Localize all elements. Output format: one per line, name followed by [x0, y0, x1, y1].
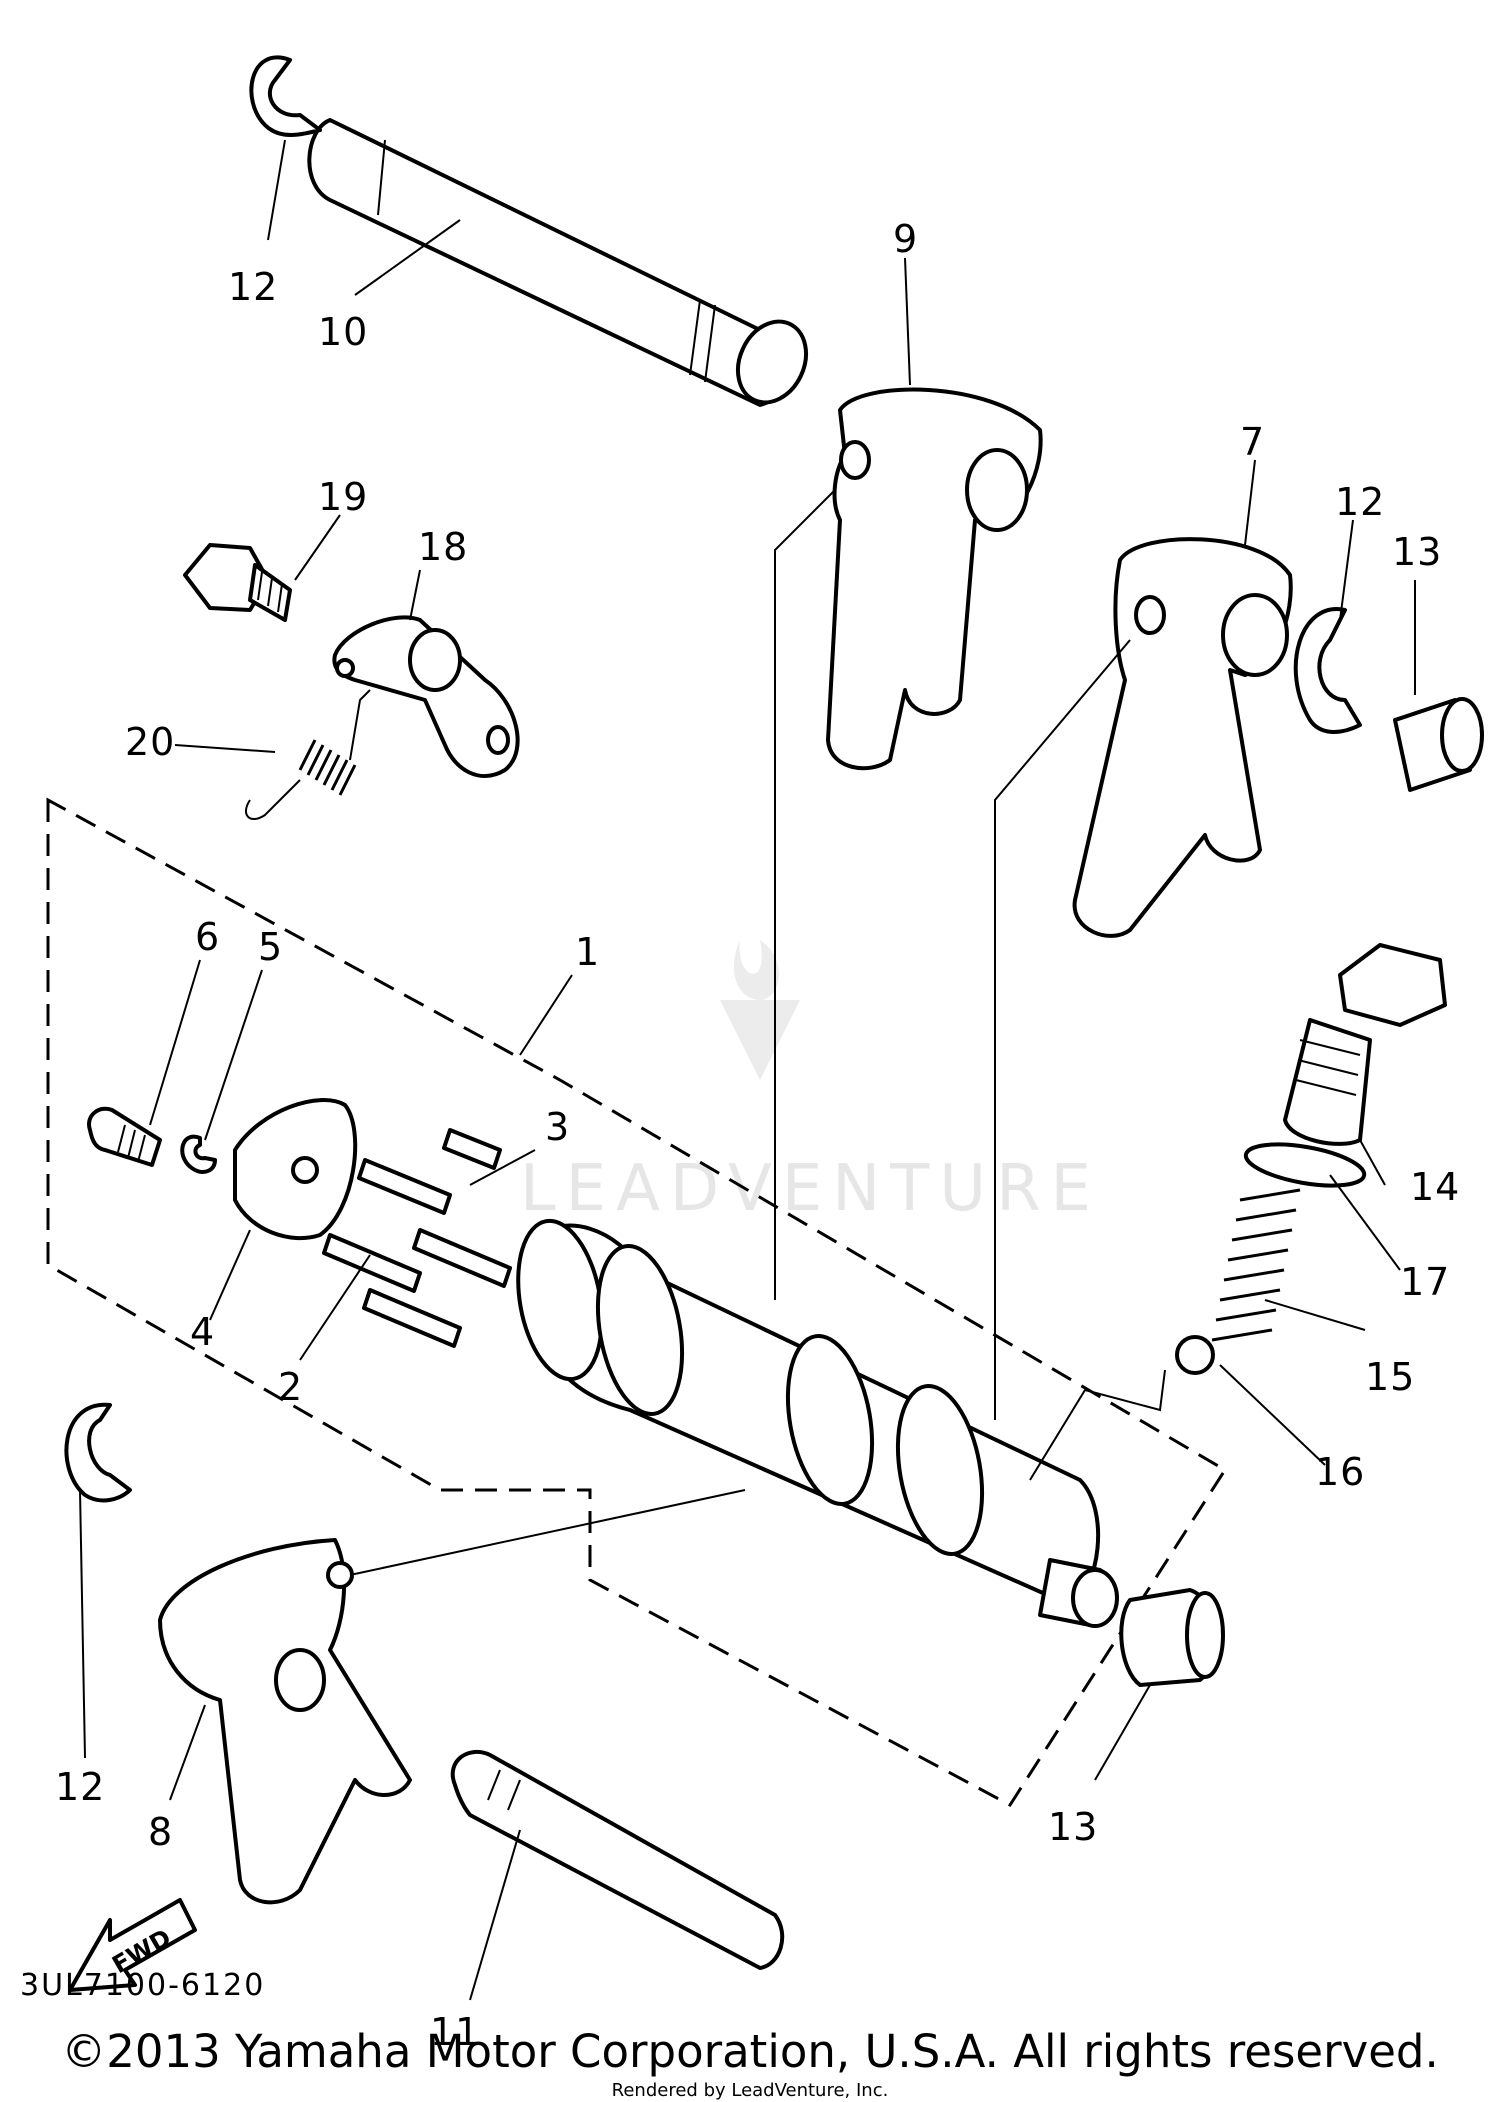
leader-lines [79, 139, 1416, 2001]
callout-19: 19 [318, 475, 368, 519]
part-2-pins [322, 1233, 462, 1348]
callout-13-bottom: 13 [1048, 1805, 1098, 1849]
part-17-washer [1243, 1142, 1367, 1188]
callout-7: 7 [1240, 420, 1265, 464]
callout-8: 8 [148, 1810, 173, 1854]
part-9-shift-fork [826, 387, 1043, 771]
part-11-shaft [450, 1749, 785, 1970]
diagram-part-code: 3UL7100-6120 [20, 1968, 265, 2003]
part-8-shift-fork [158, 1538, 412, 1905]
part-12-circlip-top [249, 55, 322, 137]
callout-13-top: 13 [1392, 530, 1442, 574]
part-10-shaft [307, 118, 809, 407]
part-14-plug [1283, 943, 1447, 1146]
part-4-segment-plate [233, 1098, 358, 1241]
watermark-text: LEADVENTURE [520, 1152, 1101, 1226]
part-13-bearing-top [1393, 697, 1484, 792]
callout-3: 3 [545, 1105, 570, 1149]
callout-12-bottom: 12 [55, 1765, 105, 1809]
callout-18: 18 [418, 525, 468, 569]
part-16-ball [1175, 1335, 1215, 1375]
part-20-spring [245, 689, 371, 820]
callout-10: 10 [318, 310, 368, 354]
part-5-washer [180, 1134, 217, 1174]
callout-1: 1 [575, 930, 600, 974]
part-18-stopper-lever [332, 615, 520, 778]
part-13-bearing-bottom [1119, 1588, 1225, 1687]
callout-14: 14 [1410, 1165, 1460, 1209]
callout-4: 4 [190, 1310, 215, 1354]
part-7-shift-fork [1072, 537, 1293, 938]
callout-16: 16 [1315, 1450, 1365, 1494]
assembly-1-boundary [46, 797, 1228, 1807]
watermark: LEADVENTURE [520, 940, 1101, 1226]
callout-5: 5 [258, 925, 283, 969]
callout-12-right: 12 [1335, 480, 1385, 524]
copyright-notice: ©2013 Yamaha Motor Corporation, U.S.A. A… [61, 2025, 1439, 2078]
callout-20: 20 [125, 720, 175, 764]
part-12-circlip-bottom [64, 1402, 132, 1503]
part-6-screw [87, 1106, 162, 1167]
part-19-bolt [183, 543, 292, 622]
part-3-pins [357, 1128, 512, 1288]
callout-12-top: 12 [228, 265, 278, 309]
callout-labels: 1 2 3 4 5 6 7 8 9 10 11 12 12 12 13 13 1… [55, 217, 1460, 2054]
callout-2: 2 [278, 1365, 303, 1409]
callout-17: 17 [1400, 1260, 1450, 1304]
part-1-shift-drum [516, 1218, 1119, 1628]
callout-6: 6 [195, 915, 220, 959]
callout-11: 11 [430, 2010, 480, 2054]
callout-9: 9 [893, 217, 918, 261]
callout-15: 15 [1365, 1355, 1415, 1399]
rendered-by-notice: Rendered by LeadVenture, Inc. [611, 2080, 889, 2101]
part-12-circlip-right [1293, 607, 1362, 734]
part-15-spring [1211, 1188, 1301, 1342]
